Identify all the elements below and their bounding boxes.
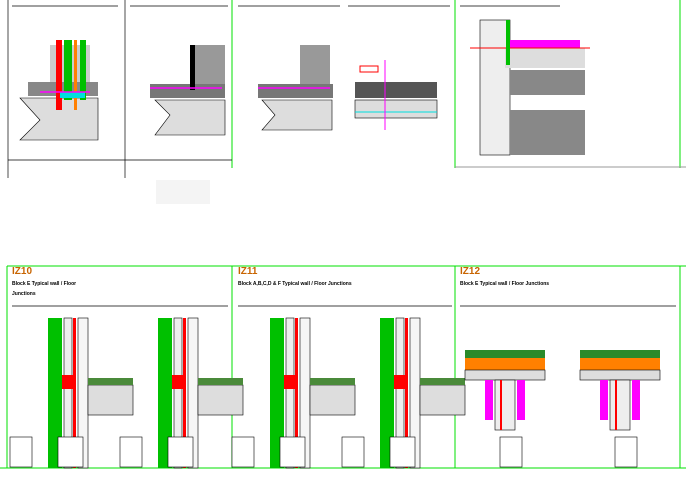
detail-layer <box>48 318 62 468</box>
detail-layer <box>231 436 255 468</box>
detail-layer <box>580 350 660 358</box>
sheet-title-2: Block A,B,C,D & F Typical wall / Floor J… <box>238 281 352 287</box>
detail-layer <box>419 384 466 416</box>
sheet-code-1: IZ10 <box>12 266 33 277</box>
detail-layer <box>310 378 355 385</box>
detail-layer <box>87 384 134 416</box>
detail-layer <box>389 436 416 468</box>
sheet-code-3: IZ12 <box>460 266 481 277</box>
detail-layer <box>609 379 631 431</box>
detail-top-4 <box>354 60 438 130</box>
detail-layer <box>285 317 295 469</box>
detail-layer <box>172 375 184 389</box>
blank-patch <box>156 180 210 204</box>
detail-layer <box>88 378 133 385</box>
detail-layer <box>500 380 502 430</box>
detail-layer <box>198 378 243 385</box>
detail-layer <box>420 378 465 385</box>
sheet-title-3: Block E Typical wall / Floor Junctions <box>460 281 550 287</box>
top-sheet-borders <box>7 0 560 178</box>
detail-layer <box>465 350 545 358</box>
detail-layer <box>62 375 74 389</box>
detail-layer <box>183 318 186 468</box>
detail-layer <box>485 380 493 420</box>
detail-layer <box>405 318 408 468</box>
detail-layer <box>580 358 660 370</box>
detail-layer <box>173 317 183 469</box>
detail-top-2 <box>150 45 226 136</box>
detail-layer <box>600 380 608 420</box>
detail-layer <box>167 436 194 468</box>
detail-layer <box>57 436 84 468</box>
detail-layer <box>394 375 406 389</box>
detail-layer <box>579 369 661 381</box>
detail-layer <box>465 358 545 370</box>
detail-top-5 <box>470 19 590 156</box>
detail-layer <box>615 380 617 430</box>
detail-layer <box>279 436 306 468</box>
detail-layer <box>499 436 523 468</box>
detail-layer <box>197 384 244 416</box>
sheet-code-2: IZ11 <box>238 266 258 277</box>
detail-layer <box>63 317 73 469</box>
detail-top-1 <box>19 40 99 141</box>
junction-details <box>9 317 661 469</box>
detail-layer <box>380 318 394 468</box>
detail-layer <box>632 380 640 420</box>
detail-layer <box>270 318 284 468</box>
detail-layer <box>517 380 525 420</box>
top-frame <box>231 0 686 168</box>
detail-layer <box>158 318 172 468</box>
detail-layer <box>464 369 546 381</box>
detail-layer <box>295 318 298 468</box>
detail-layer <box>494 379 516 431</box>
sheet-subtitle-1: Junctions <box>12 291 36 297</box>
detail-layer <box>341 436 365 468</box>
detail-layer <box>119 436 143 468</box>
detail-top-3 <box>258 45 333 131</box>
sheet-title-1: Block E Typical wall / Floor <box>12 281 77 287</box>
detail-layer <box>309 384 356 416</box>
detail-layer <box>284 375 296 389</box>
detail-layer <box>614 436 638 468</box>
detail-layer <box>73 318 76 468</box>
bottom-frame <box>0 265 686 469</box>
detail-layer <box>9 436 33 468</box>
detail-layer <box>395 317 405 469</box>
